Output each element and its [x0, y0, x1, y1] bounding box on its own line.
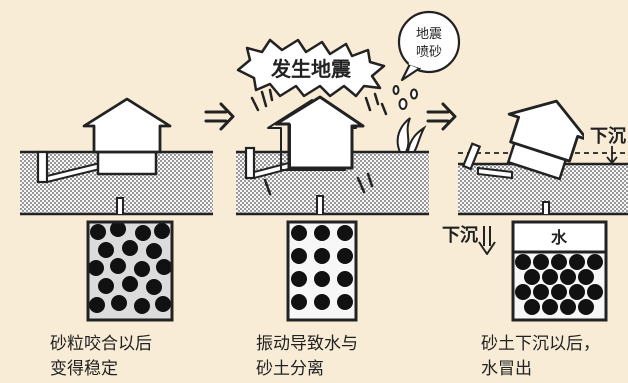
sink-label-left: 下沉: [442, 225, 478, 246]
pipe: [36, 150, 49, 184]
earthquake-label: 发生地震: [270, 57, 352, 81]
house-shaking-icon: [267, 95, 365, 171]
caption-panel-2: 振动导致水与 砂土分离: [256, 332, 358, 382]
panel-1-stable: [20, 97, 213, 322]
caption-line: 砂土分离: [256, 359, 324, 379]
arrow-right-icon: [204, 102, 235, 131]
shake-lines: [250, 88, 388, 196]
bubble-line-2: 喷砂: [416, 45, 442, 60]
water-spray-icon: [392, 85, 427, 153]
water-label: 水: [551, 228, 568, 247]
caption-line: 振动导致水与: [256, 334, 358, 354]
sink-label-right: 下沉: [590, 126, 626, 147]
caption-line: 水冒出: [481, 359, 532, 379]
pipe: [244, 146, 256, 180]
caption-panel-1: 砂粒咬合以后 变得稳定: [50, 332, 152, 382]
bubble-line-1: 地震: [416, 27, 442, 42]
arrow-right-icon: [426, 102, 457, 131]
panel-2-shaking: [236, 85, 429, 322]
panel-3-sunk: 下沉 水 下沉: [442, 99, 628, 322]
sand-boil-bubble: 地震 喷砂: [397, 10, 461, 82]
caption-panel-3: 砂土下沉以后， 水冒出: [481, 332, 600, 382]
house-tilted-icon: [506, 99, 589, 181]
house-icon: [82, 97, 172, 176]
sink-arrow-icon: [478, 226, 496, 255]
earthquake-burst: 发生地震: [236, 38, 386, 98]
caption-line: 砂土下沉以后，: [481, 334, 600, 354]
caption-line: 变得稳定: [50, 359, 118, 379]
caption-line: 砂粒咬合以后: [50, 334, 152, 354]
